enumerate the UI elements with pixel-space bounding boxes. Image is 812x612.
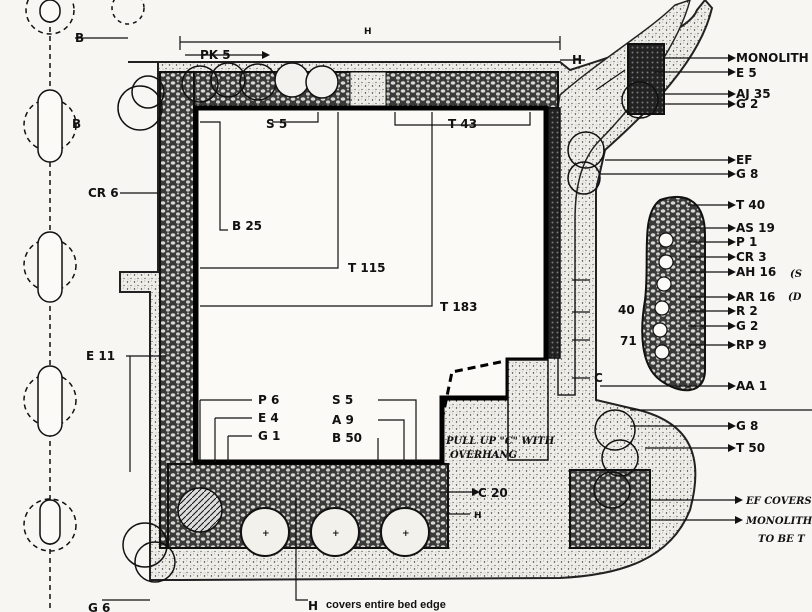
label-aj35: AJ 35 (736, 87, 771, 101)
dark-planter-top (627, 43, 665, 115)
label-ef: EF (736, 153, 752, 167)
label-c20: C 20 (478, 486, 508, 500)
note-ef-covers: EF COVERS (745, 496, 812, 507)
label-g2-mid: G 2 (736, 319, 758, 333)
shrub-circle-1 (240, 507, 290, 557)
label-p1: P 1 (736, 235, 757, 249)
label-b25: B 25 (232, 219, 262, 233)
shrub-circle-2 (310, 507, 360, 557)
label-g2-top: G 2 (736, 97, 758, 111)
label-t183: T 183 (440, 300, 477, 314)
planter-circles-top (567, 81, 659, 195)
planter-bed-right (641, 195, 706, 392)
paving-notch (507, 359, 549, 461)
label-h-small: H (474, 511, 482, 521)
label-b50: B 50 (332, 431, 362, 445)
arrowheads (262, 51, 743, 524)
label-e4: E 4 (258, 411, 279, 425)
shrub-circle-corner (177, 487, 223, 533)
label-71: 71 (620, 334, 637, 348)
label-g8-top: G 8 (736, 167, 758, 181)
shrub-circle-3 (380, 507, 430, 557)
label-t43: T 43 (448, 117, 477, 131)
street-tree-right-column (111, 0, 145, 25)
label-p6: P 6 (258, 393, 279, 407)
note-overhang: OVERHANG (450, 450, 518, 461)
caption-covers-bed-edge: covers entire bed edge (326, 599, 446, 611)
label-ah16: AH 16 (736, 265, 776, 279)
label-b-top-left: B (75, 31, 84, 45)
label-c-right: C (594, 371, 603, 385)
label-t40: T 40 (736, 198, 765, 212)
gap-strip-top (349, 71, 387, 109)
label-rp9: RP 9 (736, 338, 767, 352)
overhang-outline (440, 358, 511, 421)
planter-bed-bottom-right (569, 469, 651, 549)
planter-circles-bottom-right (122, 409, 639, 583)
label-aa1: AA 1 (736, 379, 767, 393)
label-monolith-top: MONOLITH (736, 51, 809, 65)
svg-text:+: + (332, 529, 340, 539)
label-g8-bottom: G 8 (736, 419, 758, 433)
note-pull-up-c: PULL UP "C" WITH (445, 436, 555, 447)
label-t115: T 115 (348, 261, 385, 275)
note-to-be-t: TO BE T (758, 534, 806, 545)
label-pk: PK 5 (200, 48, 231, 62)
planter-shrubs-right (652, 232, 674, 360)
label-a9: A 9 (332, 413, 354, 427)
label-e5: E 5 (736, 66, 757, 80)
edge-label-d: (D (788, 292, 802, 303)
edge-label-s: (S (790, 269, 802, 280)
label-g1: G 1 (258, 429, 280, 443)
label-h-bottom: H (308, 599, 318, 612)
svg-text:+: + (402, 529, 410, 539)
label-b-left: B (72, 117, 81, 131)
note-monolith: MONOLITH (745, 516, 812, 527)
label-cr6: CR 6 (88, 186, 119, 200)
label-ar16: AR 16 (736, 290, 775, 304)
label-h-top-right: H (572, 53, 582, 67)
street-tree-capsules (37, 0, 63, 545)
svg-text:+: + (262, 529, 270, 539)
label-cr3: CR 3 (736, 250, 767, 264)
label-s5-bottom: S 5 (332, 393, 353, 407)
tree-cluster-top (117, 62, 339, 131)
label-40: 40 (618, 303, 635, 317)
label-h-dim: H (364, 27, 372, 37)
label-s5-top: S 5 (266, 117, 287, 131)
label-e11: E 11 (86, 349, 115, 363)
label-r2: R 2 (736, 304, 758, 318)
leader-lines (75, 36, 812, 601)
label-as19: AS 19 (736, 221, 775, 235)
label-g6-bottom: G 6 (88, 601, 110, 612)
label-t50: T 50 (736, 441, 765, 455)
